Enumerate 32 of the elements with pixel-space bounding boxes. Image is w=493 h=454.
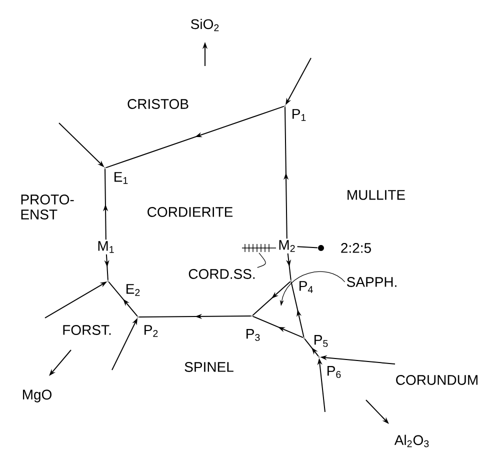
- boundary-curve: [105, 106, 285, 168]
- point-label: E$_{1}$: [114, 172, 128, 184]
- phase-point-label: M$_{2}$: [279, 240, 295, 252]
- point-label: E$_{2}$: [126, 284, 140, 296]
- point-label: P$_{1}$: [292, 109, 306, 121]
- region-label: CORD.SS.: [188, 269, 255, 279]
- point-label: P$_{6}$: [328, 366, 341, 378]
- point-label: P$_{4}$: [300, 281, 313, 293]
- region-label: CRISTOB: [128, 99, 188, 109]
- region-label: CORUNDUM: [396, 375, 478, 385]
- boundary-curve: [296, 246, 318, 248]
- region-label: SAPPH.: [346, 277, 396, 287]
- component-label: Al$_{2}$O$_{3}$: [394, 434, 429, 448]
- phase-point-label: M$_{1}$: [98, 241, 114, 253]
- leader-line: [257, 252, 266, 268]
- point-label: P$_{5}$: [314, 335, 328, 347]
- boundary-curve: [108, 281, 138, 317]
- boundary-curve: [252, 316, 304, 338]
- component-label: SiO$_{2}$: [191, 18, 219, 32]
- region-label: FORST.: [63, 325, 111, 335]
- point-label: P$_{3}$: [246, 329, 260, 341]
- boundary-curve: [290, 281, 304, 338]
- boundary-curve: [304, 338, 319, 357]
- point-label: 2:2:5: [341, 243, 371, 253]
- boundary-curve: [252, 281, 291, 316]
- region-label: SPINEL: [184, 362, 234, 372]
- point-label: P$_{2}$: [144, 325, 158, 337]
- region-label: MULLITE: [348, 190, 405, 200]
- solid-solution-bar: [242, 244, 276, 252]
- component-label: MgO: [22, 390, 52, 402]
- region-label: CORDIERITE: [148, 207, 233, 217]
- region-label: PROTO- ENST: [21, 194, 74, 220]
